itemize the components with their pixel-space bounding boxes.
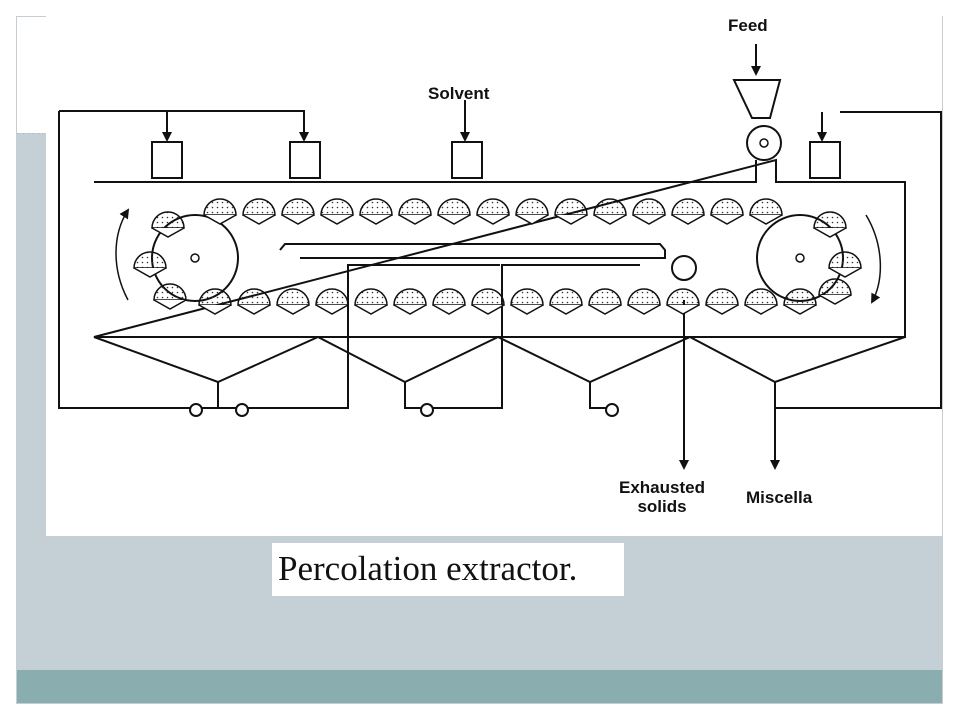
pump	[189, 403, 203, 417]
basket-lid	[133, 267, 167, 278]
pump	[605, 403, 619, 417]
basket-lid	[276, 304, 310, 315]
basket-lid	[744, 304, 778, 315]
miscella-label: Miscella	[746, 488, 813, 507]
basket	[666, 288, 700, 306]
figure-caption: Percolation extractor.	[278, 549, 578, 588]
basket-lid	[828, 267, 862, 278]
extractor-diagram	[58, 44, 942, 470]
basket	[432, 288, 466, 306]
exhausted-label-line1: Exhausted	[619, 478, 705, 497]
basket-lid	[398, 214, 432, 225]
basket	[476, 198, 510, 216]
basket-lid	[203, 214, 237, 225]
basket-lid	[432, 304, 466, 315]
basket-lid	[783, 304, 817, 315]
basket	[515, 198, 549, 216]
basket-lid	[359, 214, 393, 225]
pump	[420, 403, 434, 417]
basket	[632, 198, 666, 216]
basket-lid	[632, 214, 666, 225]
basket	[281, 198, 315, 216]
discharge-roller	[671, 255, 697, 281]
basket-lid	[198, 304, 232, 315]
spray-box	[151, 141, 183, 179]
feed-rotor	[746, 125, 782, 161]
basket-lid	[471, 304, 505, 315]
basket-lid	[510, 304, 544, 315]
basket	[393, 288, 427, 306]
spray-box	[809, 141, 841, 179]
basket	[242, 198, 276, 216]
basket	[627, 288, 661, 306]
figure-panel: Feed Solvent Exhausted solids Miscella	[46, 6, 942, 536]
spray-box	[289, 141, 321, 179]
basket-lid	[705, 304, 739, 315]
basket	[151, 211, 185, 229]
basket	[818, 278, 852, 296]
basket	[398, 198, 432, 216]
basket-lid	[813, 227, 847, 238]
basket-lid	[671, 214, 705, 225]
feed-label: Feed	[728, 16, 768, 35]
basket-lid	[554, 214, 588, 225]
spray-box	[451, 141, 483, 179]
basket-lid	[437, 214, 471, 225]
exhausted-label-line2: solids	[637, 497, 687, 516]
basket-lid	[354, 304, 388, 315]
basket-lid	[818, 294, 852, 305]
caption-box: Percolation extractor.	[272, 543, 624, 596]
basket	[828, 251, 862, 269]
basket	[744, 288, 778, 306]
basket-chain	[133, 198, 862, 315]
basket	[320, 198, 354, 216]
basket-lid	[320, 214, 354, 225]
basket	[203, 198, 237, 216]
basket	[554, 198, 588, 216]
basket-lid	[237, 304, 271, 315]
basket-lid	[515, 214, 549, 225]
basket-lid	[393, 304, 427, 315]
basket-lid	[627, 304, 661, 315]
basket	[471, 288, 505, 306]
basket	[359, 198, 393, 216]
pump	[235, 403, 249, 417]
basket	[198, 288, 232, 306]
basket	[153, 283, 187, 301]
drain-hoppers	[93, 335, 906, 384]
basket	[237, 288, 271, 306]
basket	[671, 198, 705, 216]
basket	[133, 251, 167, 269]
basket-lid	[549, 304, 583, 315]
basket-lid	[242, 214, 276, 225]
basket-lid	[476, 214, 510, 225]
basket	[276, 288, 310, 306]
basket-lid	[710, 214, 744, 225]
slide-footer-bar	[17, 670, 942, 703]
basket	[549, 288, 583, 306]
basket-lid	[666, 304, 700, 315]
solvent-label: Solvent	[428, 84, 490, 103]
basket-lid	[153, 299, 187, 310]
feed-hopper	[732, 79, 782, 119]
basket	[588, 288, 622, 306]
basket	[315, 288, 349, 306]
basket-lid	[593, 214, 627, 225]
basket	[593, 198, 627, 216]
basket	[705, 288, 739, 306]
basket-lid	[588, 304, 622, 315]
basket	[749, 198, 783, 216]
basket-lid	[315, 304, 349, 315]
basket	[783, 288, 817, 306]
basket	[354, 288, 388, 306]
basket	[510, 288, 544, 306]
basket	[437, 198, 471, 216]
basket-lid	[749, 214, 783, 225]
basket-lid	[281, 214, 315, 225]
basket	[710, 198, 744, 216]
basket	[813, 211, 847, 229]
exhausted-solids-label: Exhausted solids	[612, 478, 712, 516]
basket-lid	[151, 227, 185, 238]
